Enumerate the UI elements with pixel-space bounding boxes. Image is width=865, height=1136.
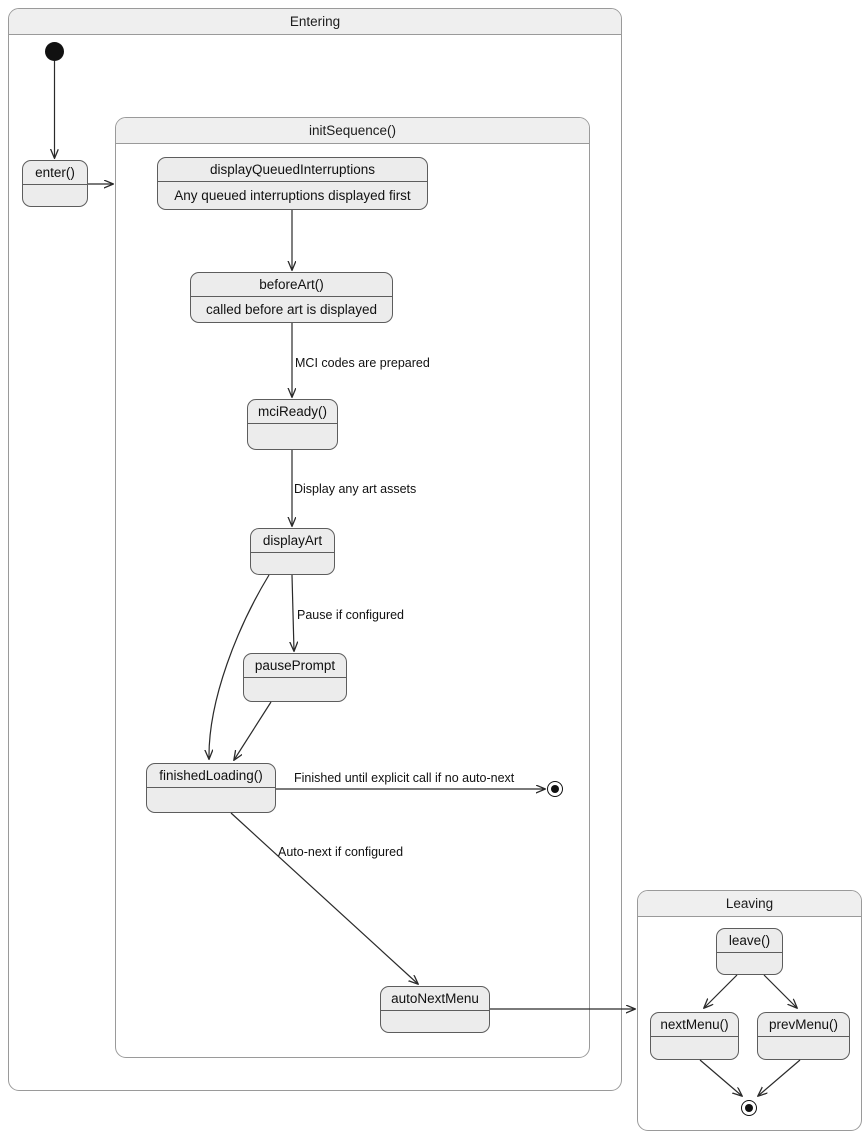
final-state-node-leaving: [741, 1100, 757, 1116]
state-enter-name: enter(): [23, 161, 87, 185]
state-prev-menu[interactable]: prevMenu(): [757, 1012, 850, 1060]
state-display-queued-interruptions[interactable]: displayQueuedInterruptions Any queued in…: [157, 157, 428, 210]
state-enter-body: [23, 185, 87, 206]
state-display-queued-interruptions-body: Any queued interruptions displayed first: [174, 188, 411, 203]
state-display-art-name: displayArt: [251, 529, 334, 553]
state-next-menu-body: [651, 1037, 738, 1059]
state-prev-menu-body: [758, 1037, 849, 1059]
state-finished-loading-body: [147, 788, 275, 812]
edge-label-finished-until-explicit: Finished until explicit call if no auto-…: [294, 771, 515, 785]
state-display-art[interactable]: displayArt: [250, 528, 335, 575]
state-finished-loading-name: finishedLoading(): [147, 764, 275, 788]
composite-state-leaving[interactable]: Leaving: [637, 890, 862, 1131]
state-leave-body: [717, 953, 782, 974]
state-leave-name: leave(): [717, 929, 782, 953]
state-pause-prompt-name: pausePrompt: [244, 654, 346, 678]
state-enter[interactable]: enter(): [22, 160, 88, 207]
state-display-queued-interruptions-name: displayQueuedInterruptions: [158, 158, 427, 182]
final-state-node-entering: [547, 781, 563, 797]
edge-label-auto-next-if-configured: Auto-next if configured: [278, 845, 404, 859]
edge-label-pause-if-configured: Pause if configured: [297, 608, 405, 622]
composite-state-leaving-label: Leaving: [638, 891, 861, 917]
state-prev-menu-name: prevMenu(): [758, 1013, 849, 1037]
state-next-menu-name: nextMenu(): [651, 1013, 738, 1037]
state-leave[interactable]: leave(): [716, 928, 783, 975]
initial-state-node: [45, 42, 64, 61]
state-mci-ready-name: mciReady(): [248, 400, 337, 424]
state-pause-prompt-body: [244, 678, 346, 701]
state-before-art-body: called before art is displayed: [205, 302, 378, 317]
composite-state-init-sequence-label: initSequence(): [116, 118, 589, 144]
edge-label-display-art-assets: Display any art assets: [294, 482, 417, 496]
state-before-art-name: beforeArt(): [191, 273, 392, 297]
composite-state-entering-label: Entering: [9, 9, 621, 35]
state-finished-loading[interactable]: finishedLoading(): [146, 763, 276, 813]
state-auto-next-menu[interactable]: autoNextMenu: [380, 986, 490, 1033]
composite-state-init-sequence[interactable]: initSequence(): [115, 117, 590, 1058]
state-display-art-body: [251, 553, 334, 574]
edge-label-mci-codes: MCI codes are prepared: [295, 356, 430, 370]
state-next-menu[interactable]: nextMenu(): [650, 1012, 739, 1060]
state-before-art[interactable]: beforeArt() called before art is display…: [190, 272, 393, 323]
state-pause-prompt[interactable]: pausePrompt: [243, 653, 347, 702]
state-auto-next-menu-name: autoNextMenu: [381, 987, 489, 1011]
state-mci-ready-body: [248, 424, 337, 449]
state-mci-ready[interactable]: mciReady(): [247, 399, 338, 450]
state-auto-next-menu-body: [381, 1011, 489, 1032]
